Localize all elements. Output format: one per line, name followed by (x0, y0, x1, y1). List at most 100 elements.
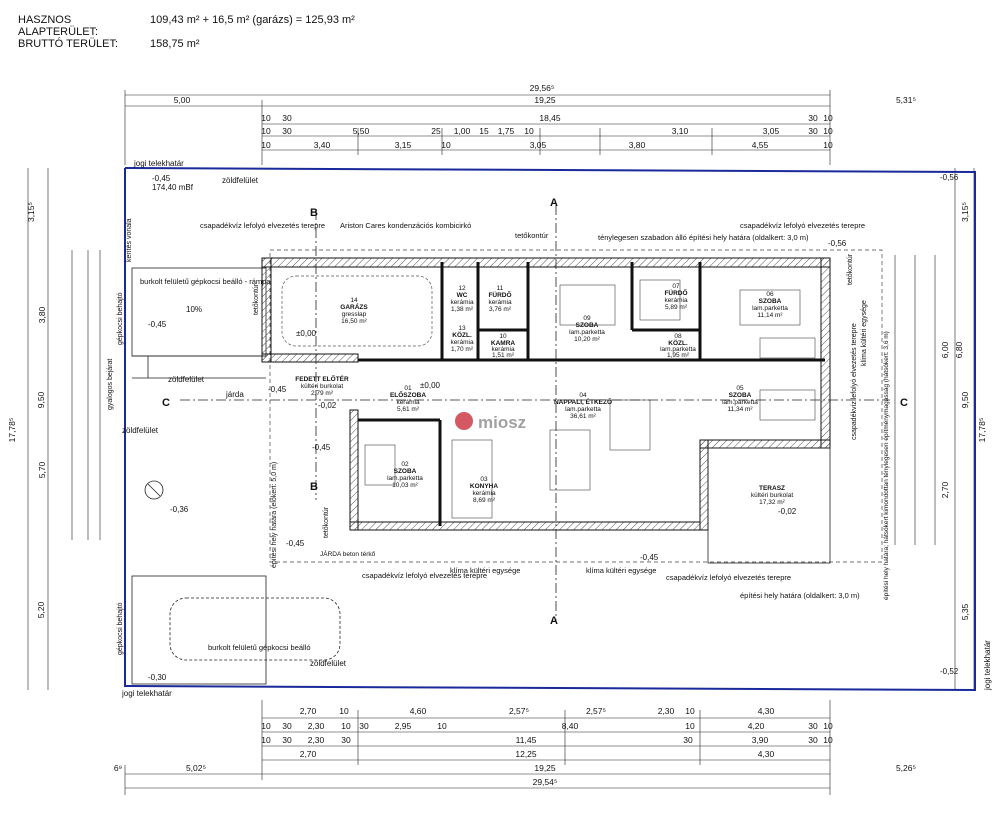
dim-top-r2-c: 18,45 (539, 113, 561, 123)
ac-unit-bm: klíma kültéri egysége (586, 566, 656, 575)
annotations: jogi telekhatár jogi telekhatár jogi tel… (107, 159, 992, 698)
svg-text:WC: WC (457, 292, 468, 299)
watermark: miosz (455, 412, 526, 432)
level-m045b: -0,45 (268, 385, 287, 394)
svg-text:kültéri burkolat: kültéri burkolat (751, 492, 793, 499)
svg-text:09: 09 (583, 315, 591, 322)
svg-text:10,20 m²: 10,20 m² (574, 336, 600, 343)
dim-bot-r1-h: 4,30 (758, 706, 775, 716)
dim-bot-r2-k: 30 (808, 721, 818, 731)
dim-bot-r2-h: 8,40 (562, 721, 579, 731)
green-left: zöldfelület (122, 426, 159, 435)
dim-bot-r2-e: 30 (359, 721, 369, 731)
dim-top-r3-i: 3,10 (672, 126, 689, 136)
level-zero-2: ±0,00 (420, 381, 441, 390)
dim-bot-r3-a: 10 (261, 735, 271, 745)
pedestrian-entry: gyalogos bejárat (107, 359, 114, 410)
dim-top-r4-f: 3,80 (629, 140, 646, 150)
green-top: zöldfelület (222, 176, 259, 185)
dim-top-r1-c: 5,31⁵ (896, 95, 916, 105)
dim-bot-r2-j: 4,20 (748, 721, 765, 731)
dim-top-r2-b: 30 (282, 113, 292, 123)
exterior-walls (261, 257, 831, 531)
svg-text:kerámia: kerámia (396, 399, 420, 406)
plot-label-right: jogi telekhatár (983, 640, 992, 691)
rain-tr: csapadékvíz lefolyó elvezetés terepre (740, 221, 865, 230)
garage-car (281, 275, 433, 347)
section-a-bottom: A (550, 615, 558, 627)
svg-text:2,79 m²: 2,79 m² (311, 390, 334, 397)
svg-text:01: 01 (404, 385, 412, 392)
green-mid: zöldfelület (168, 375, 205, 384)
dim-top-r4-c: 3,15 (395, 140, 412, 150)
dim-bot-r1-d: 2,57⁵ (509, 706, 529, 716)
area-value: 109,43 m² + 16,5 m² (garázs) = 125,93 m² (150, 14, 355, 26)
dim-top-r3-j: 3,05 (763, 126, 780, 136)
ac-unit-right: klíma kültéri egysége (861, 300, 868, 366)
dim-right-b3: 2,70 (940, 481, 950, 498)
svg-text:SZOBA: SZOBA (394, 468, 417, 475)
dim-bot-r2-l: 10 (823, 721, 833, 731)
svg-text:5,61 m²: 5,61 m² (397, 406, 420, 413)
section-c-left: C (162, 397, 170, 409)
svg-text:KÖZL.: KÖZL. (668, 338, 688, 347)
dim-right-total: 17,78⁵ (977, 418, 987, 443)
elevation-mbf: 174,40 mBf (152, 183, 194, 192)
dim-bot-r3-g: 3,90 (752, 735, 769, 745)
svg-text:lam.parketta: lam.parketta (387, 475, 423, 482)
section-a-top: A (550, 197, 558, 209)
dim-bot-r3-i: 10 (823, 735, 833, 745)
dim-top-r3-b: 30 (282, 126, 292, 136)
dim-bot-r5-d: 5,26⁵ (896, 763, 916, 773)
level-m045e: -0,45 (640, 553, 659, 562)
dim-top-r2-d: 30 (808, 113, 818, 123)
dim-top-r3-g: 1,75 (498, 126, 515, 136)
roof-outline-left: tetőkontúr (253, 283, 260, 315)
rain-br: csapadékvíz lefolyó elvezetés terepre (666, 573, 791, 582)
svg-text:17,32 m²: 17,32 m² (759, 499, 785, 506)
dim-top-r2-a: 10 (261, 113, 271, 123)
svg-text:05: 05 (736, 385, 744, 392)
dim-left-a3: 5,20 (36, 601, 46, 618)
dim-bot-r2-a: 10 (261, 721, 271, 731)
dim-bot-r2-b: 30 (282, 721, 292, 731)
level-m045a: -0,45 (148, 320, 167, 329)
svg-text:lam.parketta: lam.parketta (569, 329, 605, 336)
dim-top-r3-l: 10 (823, 126, 833, 136)
rear-garden-zone: építési hely határa; hátsókert kimondott… (883, 331, 890, 600)
dim-top-r1-b: 19,25 (534, 95, 556, 105)
roof-outline-bottom: tetőkontúr (323, 506, 330, 538)
dim-top-r4-b: 3,40 (314, 140, 331, 150)
interior-walls (358, 262, 825, 526)
svg-text:5,89 m²: 5,89 m² (665, 304, 688, 311)
ramp-label: burkolt felületű gépkocsi beálló - rámpa (140, 277, 271, 286)
svg-text:FEDETT ELŐTÉR: FEDETT ELŐTÉR (295, 374, 349, 383)
svg-text:1,70 m²: 1,70 m² (451, 346, 474, 353)
svg-text:KÖZL.: KÖZL. (452, 330, 472, 339)
dim-top-r4-h: 10 (823, 140, 833, 150)
level-m045c: -0,45 (312, 443, 331, 452)
drive-in-bottom: gépkocsi behajtó (117, 602, 124, 655)
dim-left-a2: 9,50 (36, 391, 46, 408)
dim-top-r4-g: 4,55 (752, 140, 769, 150)
dim-bot-r2-i: 10 (685, 721, 695, 731)
dim-right-b2: 6,80 (954, 341, 964, 358)
svg-text:kerámia: kerámia (491, 346, 515, 353)
svg-text:SZOBA: SZOBA (576, 322, 599, 329)
rain-tl: csapadékvíz lefolyó elvezetés terepre (200, 221, 325, 230)
svg-text:06: 06 (766, 291, 774, 298)
building-zone-bottom: építési hely határa (oldalkert: 3,0 m) (740, 591, 860, 600)
section-b-top: B (310, 207, 318, 219)
svg-text:11: 11 (497, 285, 504, 292)
svg-text:16,50 m²: 16,50 m² (341, 318, 367, 325)
dim-bot-r3-e: 11,45 (516, 735, 537, 745)
